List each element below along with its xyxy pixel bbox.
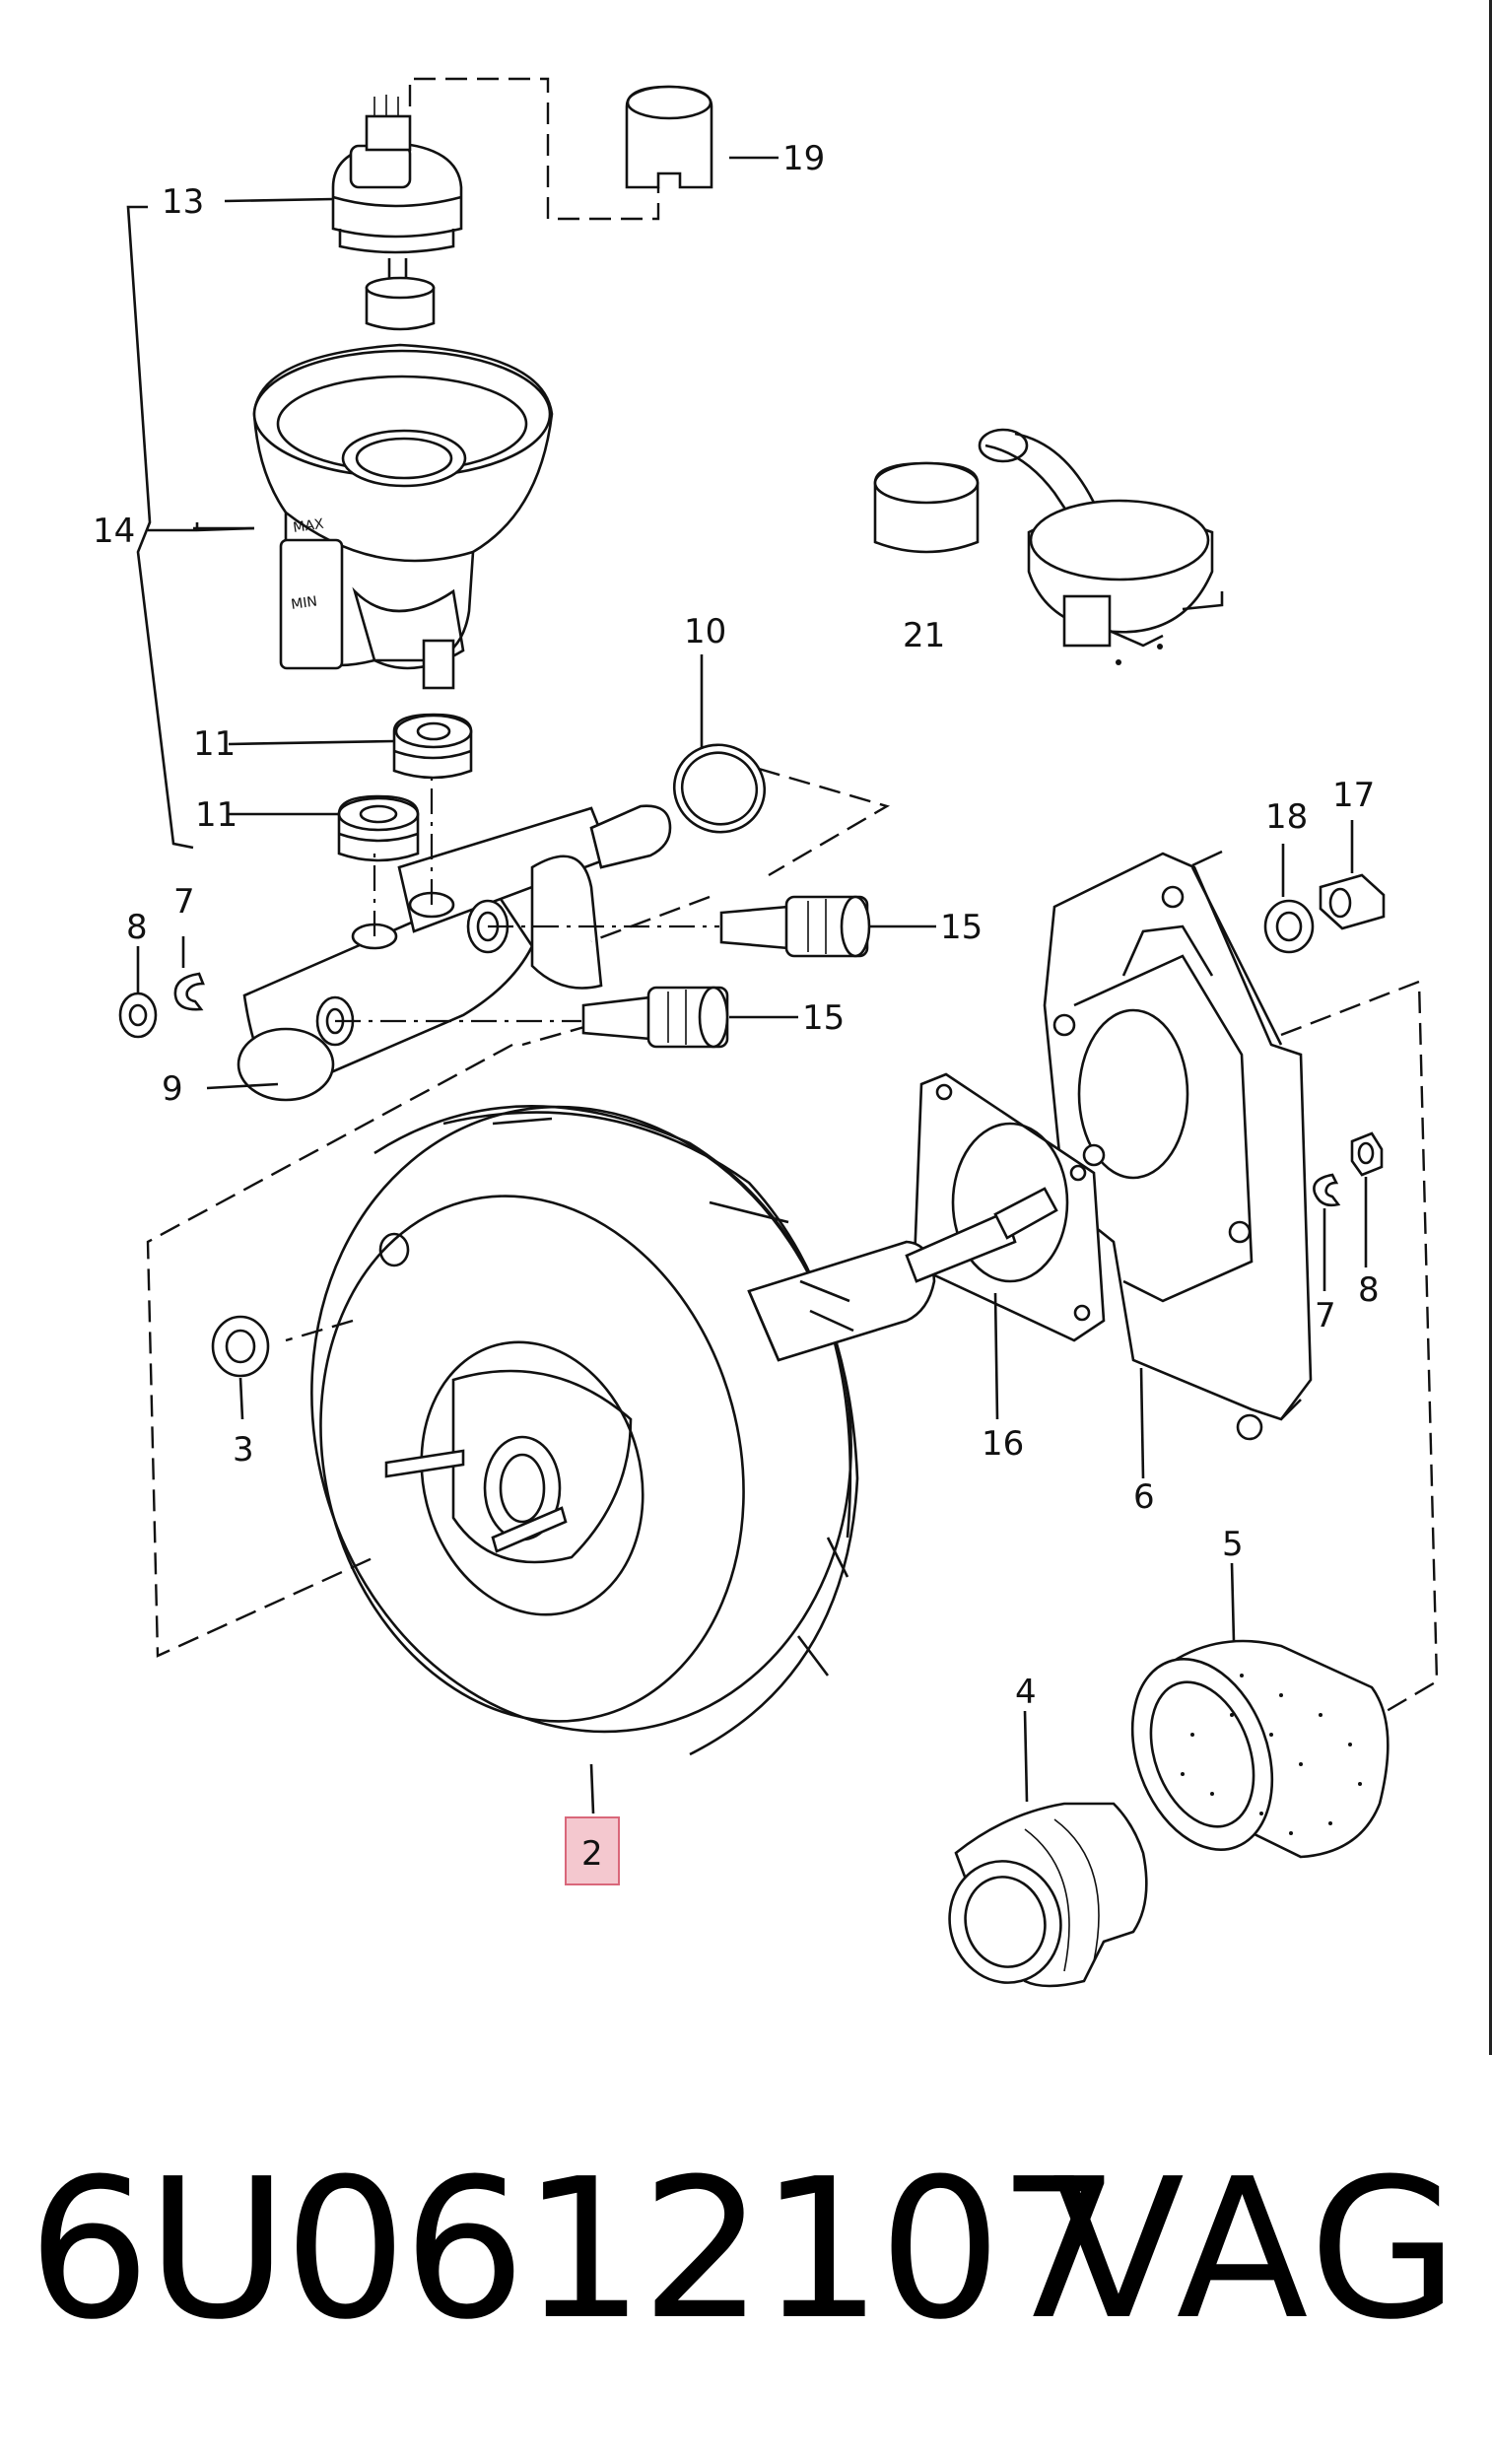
connector-13-19 — [408, 77, 660, 221]
callout-11-lower: 11 — [195, 795, 237, 835]
callout-9: 9 — [162, 1069, 183, 1109]
vacuum-sensor-part-21 — [873, 428, 1224, 665]
callout-7-left: 7 — [173, 882, 195, 922]
callout-10: 10 — [684, 612, 726, 651]
min-mark: MIN — [290, 593, 318, 613]
brand-label: VAG — [1051, 2138, 1462, 2362]
nut-part-8-left — [118, 992, 158, 1039]
master-cylinder-part-9 — [237, 804, 672, 1102]
callout-11-upper: 11 — [193, 724, 236, 764]
callout-15-lower: 15 — [802, 998, 845, 1038]
clip-part-7-left — [173, 972, 205, 1011]
callout-15-upper: 15 — [940, 908, 983, 947]
callout-17: 17 — [1332, 776, 1375, 815]
callout-6: 6 — [1133, 1477, 1155, 1517]
servo-frame — [146, 1043, 513, 1658]
callout-13: 13 — [162, 182, 204, 222]
callout-21: 21 — [903, 616, 945, 655]
callout-5: 5 — [1222, 1525, 1244, 1564]
reservoir-cap-part-13 — [331, 95, 463, 331]
callout-19: 19 — [782, 139, 825, 178]
reservoir-part-14: MAX MIN — [252, 343, 554, 690]
callout-8-left: 8 — [126, 908, 148, 947]
callout-3: 3 — [233, 1430, 254, 1470]
bellows-part-4 — [948, 1802, 1148, 1988]
bracket-14 — [126, 205, 194, 850]
screw-plug-part-15-upper — [719, 895, 871, 958]
image-edge-line — [1489, 0, 1492, 2055]
callout-8-right: 8 — [1358, 1270, 1380, 1310]
callout-2-box — [565, 1816, 620, 1885]
callout-16: 16 — [982, 1424, 1024, 1464]
callout-2-highlight[interactable]: 2 — [565, 1816, 620, 1885]
nut-part-17 — [1319, 873, 1386, 930]
part-number: 6U0612107 — [28, 2138, 1120, 2362]
screw-plug-part-15-lower — [581, 986, 729, 1049]
nut-part-8-right — [1350, 1131, 1384, 1177]
grommet-part-11-lower — [337, 794, 420, 862]
callout-4: 4 — [1015, 1673, 1037, 1712]
callout-18: 18 — [1265, 797, 1308, 837]
seal-part-3 — [211, 1315, 270, 1378]
filter-part-5 — [1130, 1639, 1390, 1859]
o-ring-part-10 — [672, 743, 767, 834]
callout-7-right: 7 — [1315, 1296, 1336, 1335]
parts-diagram: MAX MIN — [93, 77, 1439, 1988]
grommet-part-11-upper — [392, 713, 473, 780]
callout-2: 2 — [581, 1834, 603, 1874]
washer-part-18 — [1263, 899, 1315, 954]
max-mark: MAX — [292, 516, 325, 536]
cap-part-19 — [625, 85, 713, 189]
clip-part-7-right — [1313, 1173, 1341, 1207]
callout-14: 14 — [93, 512, 135, 551]
brake-servo-part-2 — [310, 1105, 1058, 1756]
